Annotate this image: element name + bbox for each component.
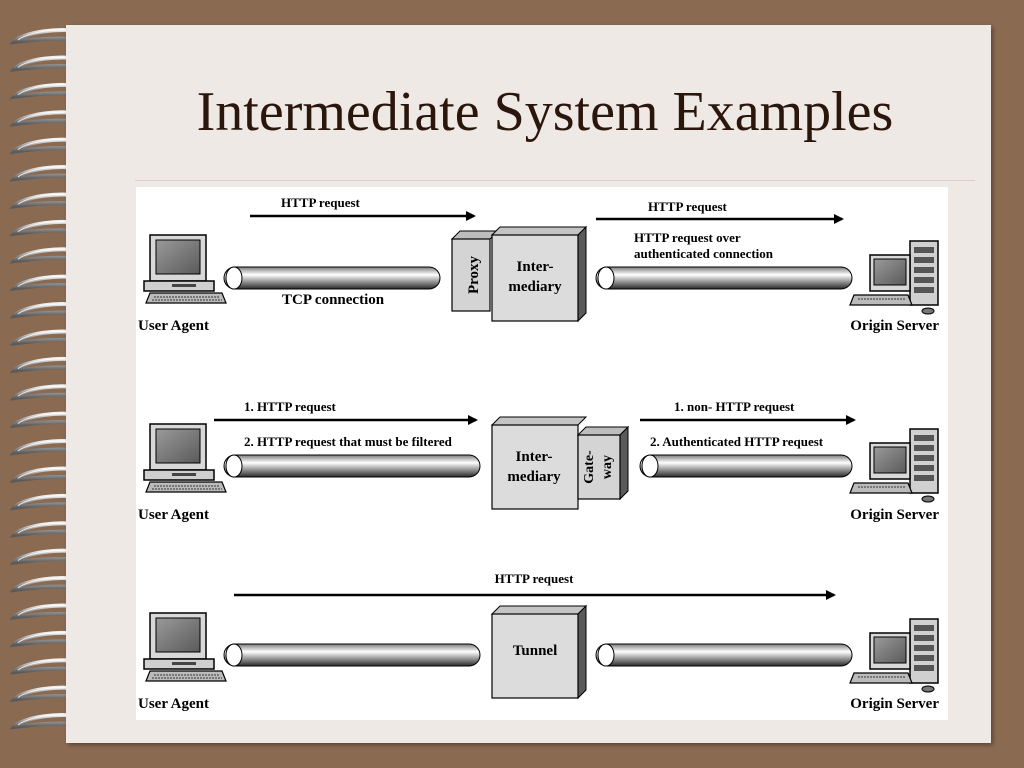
connection-pipe-right: [639, 454, 853, 478]
intermediary-label-line2: mediary: [508, 279, 562, 295]
origin-server-icon: [849, 428, 939, 503]
intermediary-label-line1: Inter-: [516, 449, 553, 465]
proxy-box: [451, 238, 491, 312]
diagram-panel: User Agent Origin Server HTTP request HT…: [136, 187, 948, 720]
filtered-request-note: 2. HTTP request that must be filtered: [244, 434, 453, 449]
scenario-proxy: User Agent Origin Server HTTP request HT…: [138, 195, 939, 334]
authenticated-connection-pipe: [595, 266, 853, 290]
title-divider: [135, 180, 975, 181]
intermediary-box-proxy: [491, 234, 579, 322]
origin-server-icon: [849, 618, 939, 693]
non-http-request-label: 1. non- HTTP request: [674, 399, 795, 414]
intermediary-label-line1: Inter-: [517, 259, 554, 275]
slide-title: Intermediate System Examples: [196, 81, 894, 143]
gateway-label-line1: Gate-: [582, 450, 597, 484]
gateway-box: [577, 434, 621, 500]
origin-server-label: Origin Server: [850, 318, 939, 334]
user-agent-label: User Agent: [138, 318, 209, 334]
tunnel-label: Tunnel: [513, 643, 557, 659]
intermediary-label-line2: mediary: [507, 469, 561, 485]
user-agent-computer-icon: [143, 612, 227, 682]
intermediary-box-gateway: [491, 424, 579, 510]
origin-server-label: Origin Server: [850, 696, 939, 712]
intermediate-systems-diagram: User Agent Origin Server HTTP request HT…: [138, 195, 939, 712]
tcp-connection-label: TCP connection: [282, 292, 385, 308]
tunnel-box: [491, 613, 579, 699]
origin-server-icon: [849, 240, 939, 315]
user-agent-computer-icon: [143, 423, 227, 493]
gateway-label-line2: way: [600, 455, 615, 479]
connection-pipe-left: [223, 454, 481, 478]
tunnel-pipe-right: [595, 643, 853, 667]
tcp-connection-pipe-left: [223, 266, 441, 290]
http-request-label-left: HTTP request: [281, 195, 361, 210]
user-agent-label: User Agent: [138, 696, 209, 712]
scenario-gateway: User Agent Origin Server 1. HTTP request…: [138, 399, 939, 523]
origin-server-label: Origin Server: [850, 507, 939, 523]
authenticated-note-line1: HTTP request over: [634, 230, 741, 245]
http-request-label-left: 1. HTTP request: [244, 399, 337, 414]
http-request-label-right: HTTP request: [648, 199, 728, 214]
proxy-label: Proxy: [466, 255, 482, 294]
http-request-label: HTTP request: [495, 571, 575, 586]
authenticated-request-note: 2. Authenticated HTTP request: [650, 434, 824, 449]
user-agent-computer-icon: [143, 234, 227, 304]
user-agent-label: User Agent: [138, 507, 209, 523]
authenticated-note-line2: authenticated connection: [634, 246, 774, 261]
tunnel-pipe-left: [223, 643, 481, 667]
scenario-tunnel: User Agent Origin Server HTTP request Tu…: [138, 571, 939, 712]
